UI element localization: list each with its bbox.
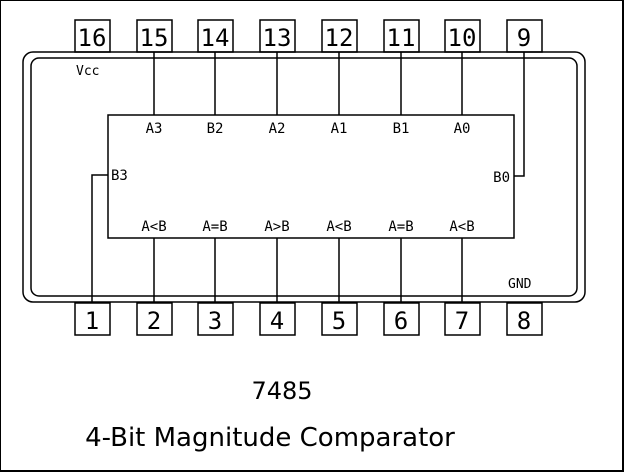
part-number: 7485 xyxy=(251,377,312,405)
signal-label-b3: B3 xyxy=(111,168,128,184)
part-description: 4-Bit Magnitude Comparator xyxy=(85,423,455,453)
bottom-pin-number: 2 xyxy=(147,307,161,335)
pin-leads xyxy=(91,52,525,303)
top-pin-number: 15 xyxy=(140,24,169,52)
bottom-pin-number: 3 xyxy=(208,307,222,335)
bottom-pins: 1 2 3 4 5 6 7 8 xyxy=(74,302,543,336)
signal-label-a-lt-b-in: A<B xyxy=(141,219,166,235)
top-pin-number: 11 xyxy=(387,24,416,52)
package-outline-outer xyxy=(22,51,586,303)
top-pin-number: 10 xyxy=(448,24,477,52)
top-pin-number: 16 xyxy=(78,24,107,52)
bottom-pin-box xyxy=(506,302,543,336)
top-pin-number: 12 xyxy=(325,24,354,52)
bottom-signal-labels: A<B A=B A>B A<B A=B A<B xyxy=(141,219,474,235)
signal-label-a-eq-b-in: A=B xyxy=(202,219,227,235)
bottom-pin-number: 4 xyxy=(270,307,284,335)
top-signal-labels: A3 B2 A2 A1 B1 A0 xyxy=(146,121,471,137)
top-pins: 16 15 14 13 12 11 10 9 xyxy=(74,19,543,53)
vcc-label: Vcc xyxy=(76,64,99,79)
gnd-label: GND xyxy=(508,277,532,292)
signal-label-a-lt-b-out: A<B xyxy=(326,219,351,235)
bottom-pin-number: 8 xyxy=(517,307,531,335)
bottom-pin-number: 5 xyxy=(332,307,346,335)
top-pin-number: 14 xyxy=(201,24,230,52)
lead-pin-1 xyxy=(91,174,108,303)
bottom-pin-number: 1 xyxy=(85,307,99,335)
signal-label-b0: B0 xyxy=(493,170,510,186)
bottom-pin-number: 6 xyxy=(394,307,408,335)
signal-label-a2: A2 xyxy=(269,121,286,137)
signal-label-a-eq-b-out: A=B xyxy=(388,219,413,235)
signal-label-b2: B2 xyxy=(207,121,224,137)
bottom-pin-number: 7 xyxy=(455,307,469,335)
top-pin-number: 9 xyxy=(517,24,531,52)
signal-label-a0: A0 xyxy=(454,121,471,137)
top-pin-number: 13 xyxy=(263,24,292,52)
top-pin-box xyxy=(74,19,111,53)
signal-label-a3: A3 xyxy=(146,121,163,137)
signal-label-a-gt-b-in: A>B xyxy=(264,219,289,235)
signal-label-a-lt-b-out-2: A<B xyxy=(449,219,474,235)
package-outline-inner xyxy=(30,57,578,297)
lead-pin-9 xyxy=(514,52,525,177)
signal-label-a1: A1 xyxy=(331,121,348,137)
signal-label-b1: B1 xyxy=(393,121,410,137)
